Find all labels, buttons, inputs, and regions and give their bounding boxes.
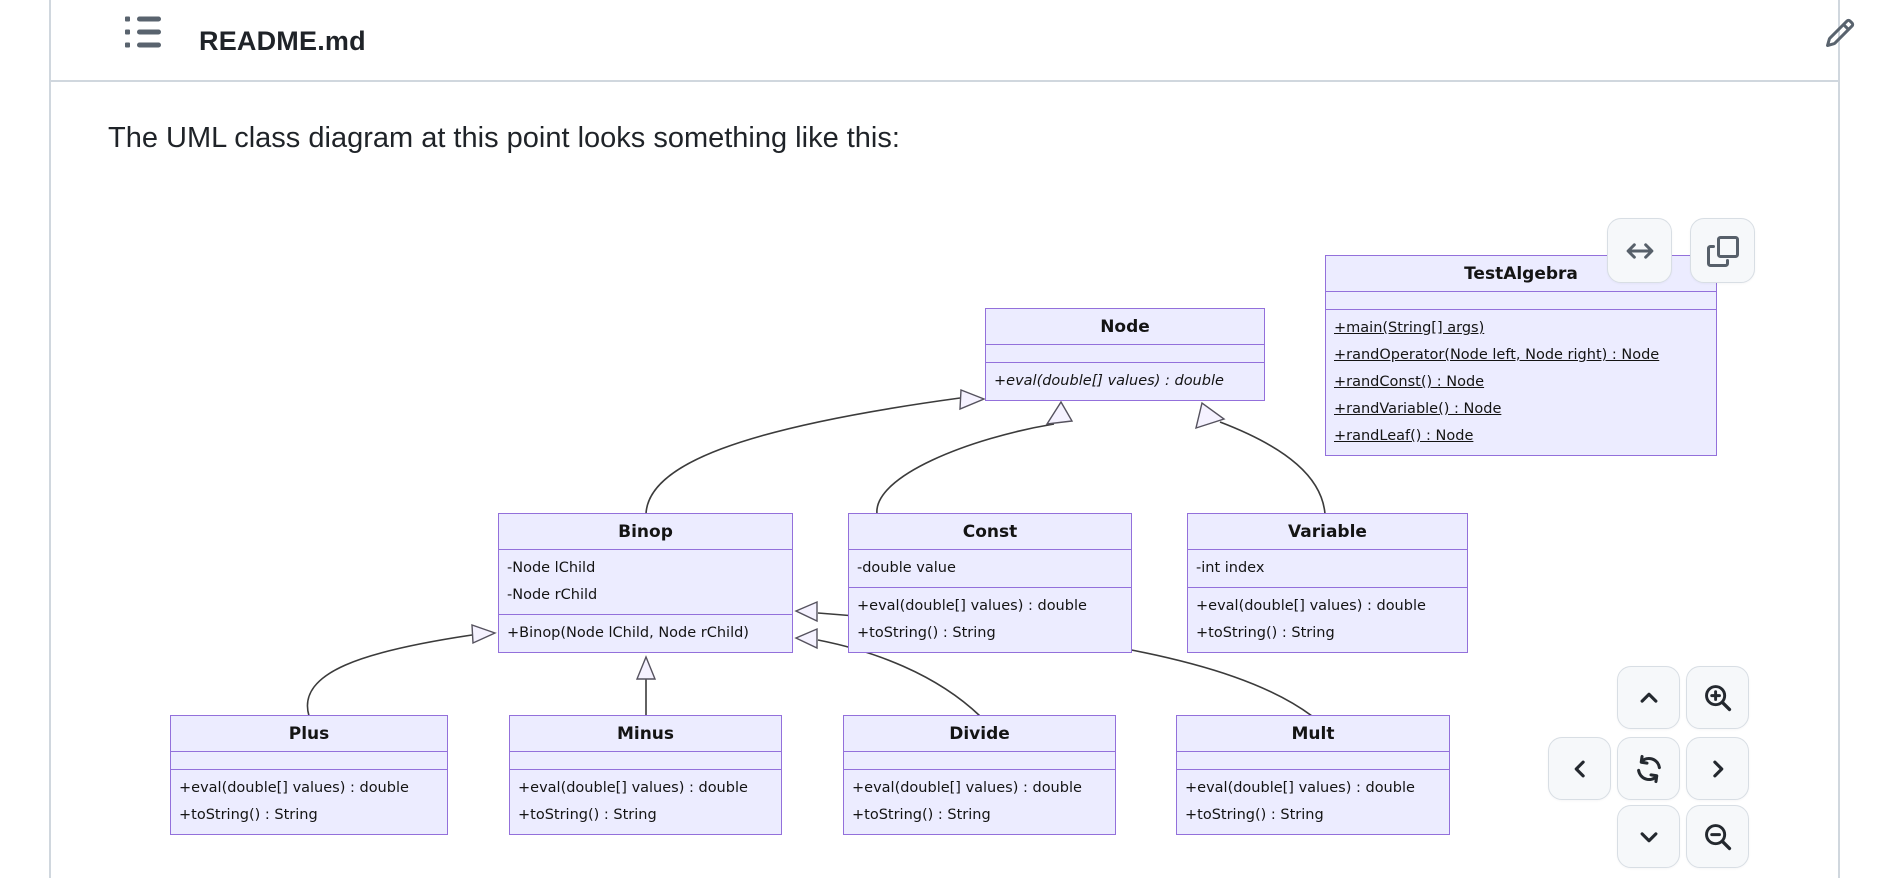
uml-class-divide: Divide +eval(double[] values) : double +…	[843, 715, 1116, 835]
file-box-right-border	[1838, 0, 1840, 878]
class-methods: +eval(double[] values) : double +toStrin…	[844, 769, 1115, 834]
outline-toc-button[interactable]	[121, 11, 165, 55]
chevron-down-icon	[1640, 831, 1657, 842]
pan-left-button[interactable]	[1548, 737, 1611, 800]
chevron-left-icon	[1574, 760, 1585, 777]
uml-method: +toString() : String	[1185, 807, 1324, 823]
class-attributes	[844, 751, 1115, 769]
uml-attribute: -Node lChild	[507, 560, 596, 576]
intro-paragraph: The UML class diagram at this point look…	[108, 122, 900, 154]
zoom-out-icon	[1704, 823, 1731, 850]
uml-method: +toString() : String	[179, 807, 318, 823]
uml-method: +toString() : String	[852, 807, 991, 823]
edit-file-button[interactable]	[1817, 11, 1863, 57]
class-attributes: -Node lChild -Node rChild	[499, 549, 792, 614]
file-header: README.md	[51, 0, 1855, 82]
sync-icon	[1636, 754, 1661, 783]
uml-method: +toString() : String	[857, 625, 996, 641]
uml-method: +eval(double[] values) : double	[1196, 598, 1426, 614]
class-attributes	[510, 751, 781, 769]
class-name: Const	[962, 522, 1018, 542]
uml-class-plus: Plus +eval(double[] values) : double +to…	[170, 715, 448, 835]
class-attributes	[1326, 291, 1716, 309]
uml-method: +randOperator(Node left, Node right) : N…	[1334, 347, 1660, 363]
edge-const-node	[876, 400, 1074, 515]
class-name: Node	[1100, 317, 1150, 337]
uml-class-mult: Mult +eval(double[] values) : double +to…	[1176, 715, 1450, 835]
class-methods: +eval(double[] values) : double +toStrin…	[510, 769, 781, 834]
class-name: TestAlgebra	[1464, 264, 1578, 284]
class-attributes	[171, 751, 447, 769]
uml-method: +Binop(Node lChild, Node rChild)	[507, 625, 749, 641]
class-attributes: -int index	[1188, 549, 1467, 587]
list-unordered-icon	[125, 16, 161, 47]
edge-variable-node	[1195, 401, 1326, 515]
class-attributes	[986, 344, 1264, 362]
uml-attribute: -double value	[857, 560, 956, 576]
uml-attribute: -int index	[1196, 560, 1265, 576]
uml-method: +randConst() : Node	[1334, 374, 1485, 390]
class-methods: +Binop(Node lChild, Node rChild)	[499, 614, 792, 652]
class-name: Variable	[1288, 522, 1367, 542]
class-name: Mult	[1291, 724, 1335, 744]
uml-class-variable: Variable -int index +eval(double[] value…	[1187, 513, 1468, 653]
class-methods: +eval(double[] values) : double +toStrin…	[849, 587, 1131, 652]
expand-diagram-button[interactable]	[1607, 218, 1672, 283]
uml-method: +eval(double[] values) : double	[179, 780, 409, 796]
uml-class-node: Node +eval(double[] values) : double	[985, 308, 1265, 401]
uml-class-minus: Minus +eval(double[] values) : double +t…	[509, 715, 782, 835]
uml-method: +randVariable() : Node	[1334, 401, 1502, 417]
uml-class-testalgebra: TestAlgebra +main(String[] args) +randOp…	[1325, 255, 1717, 456]
file-box-left-border	[49, 0, 51, 878]
class-name: Divide	[949, 724, 1010, 744]
pan-down-button[interactable]	[1617, 805, 1680, 868]
zoom-out-button[interactable]	[1686, 805, 1749, 868]
pan-up-button[interactable]	[1617, 666, 1680, 729]
uml-method: +randLeaf() : Node	[1334, 428, 1474, 444]
chevron-up-icon	[1640, 692, 1657, 703]
zoom-in-button[interactable]	[1686, 666, 1749, 729]
uml-method: +toString() : String	[1196, 625, 1335, 641]
uml-class-const: Const -double value +eval(double[] value…	[848, 513, 1132, 653]
uml-method: +eval(double[] values) : double	[852, 780, 1082, 796]
uml-method: +eval(double[] values) : double	[994, 373, 1224, 389]
edge-plus-binop	[306, 623, 497, 717]
uml-method: +eval(double[] values) : double	[1185, 780, 1415, 796]
class-methods: +eval(double[] values) : double +toStrin…	[1188, 587, 1467, 652]
uml-class-binop: Binop -Node lChild -Node rChild +Binop(N…	[498, 513, 793, 653]
zoom-in-icon	[1704, 684, 1731, 711]
copy-icon	[1706, 235, 1739, 267]
class-name: Minus	[616, 724, 675, 744]
chevron-right-icon	[1712, 760, 1723, 777]
edge-minus-binop	[635, 655, 657, 716]
class-methods: +eval(double[] values) : double +toStrin…	[1177, 769, 1449, 834]
copy-diagram-button[interactable]	[1690, 218, 1755, 283]
class-methods: +main(String[] args) +randOperator(Node …	[1326, 309, 1716, 455]
uml-method: +eval(double[] values) : double	[518, 780, 748, 796]
file-name-title: README.md	[199, 26, 366, 56]
class-methods: +eval(double[] values) : double	[986, 362, 1264, 400]
class-attributes: -double value	[849, 549, 1131, 587]
class-methods: +eval(double[] values) : double +toStrin…	[171, 769, 447, 834]
uml-method: +eval(double[] values) : double	[857, 598, 1087, 614]
uml-method: +toString() : String	[518, 807, 657, 823]
pencil-icon	[1825, 18, 1855, 47]
class-attributes	[1177, 751, 1449, 769]
uml-attribute: -Node rChild	[507, 587, 598, 603]
edge-divide-binop	[794, 627, 981, 717]
arrow-both-icon	[1626, 242, 1653, 259]
pan-right-button[interactable]	[1686, 737, 1749, 800]
class-name: Binop	[618, 522, 673, 542]
edge-binop-node	[645, 388, 986, 515]
class-name: Plus	[288, 724, 330, 744]
uml-method: +main(String[] args)	[1334, 320, 1485, 336]
reset-view-button[interactable]	[1617, 737, 1680, 800]
